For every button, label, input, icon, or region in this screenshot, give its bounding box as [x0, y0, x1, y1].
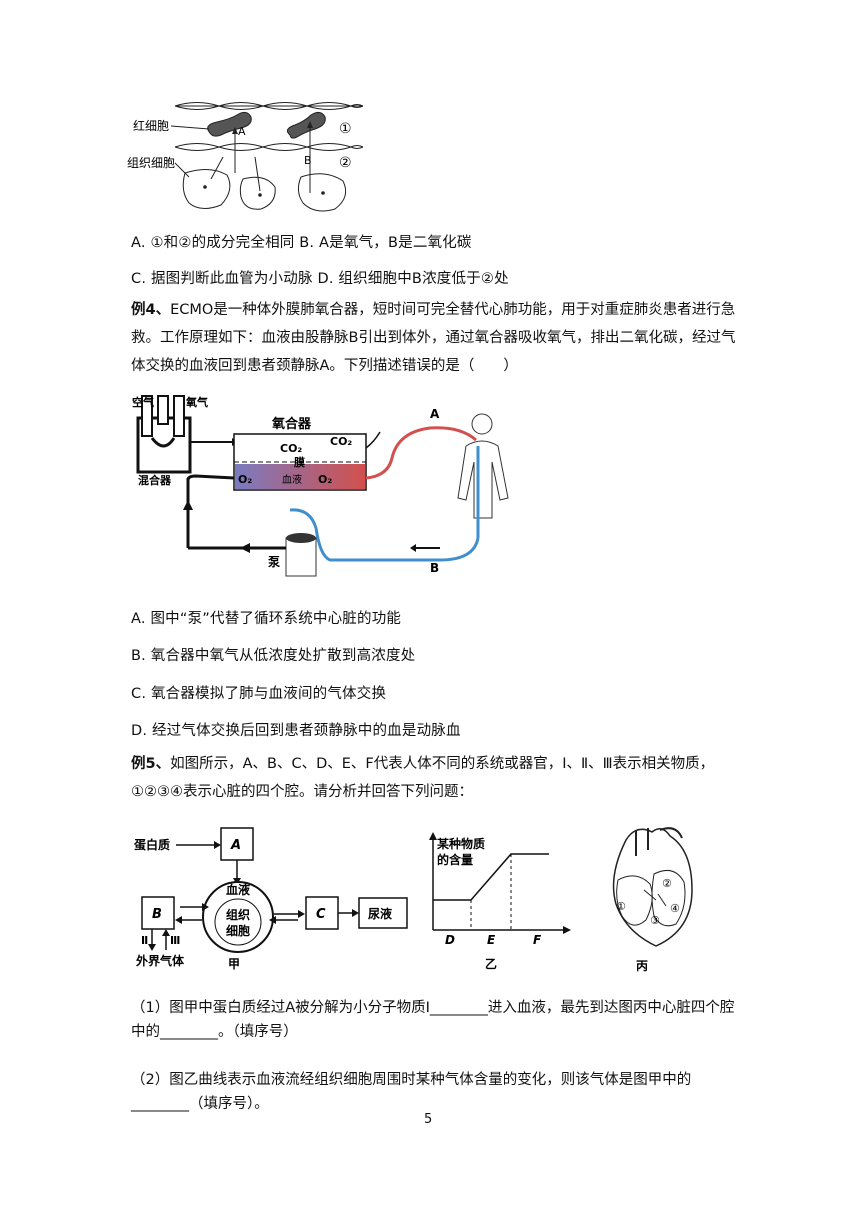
- oxygenator-label: 氧合器: [271, 416, 312, 432]
- tissue-label-2: 细胞: [226, 923, 250, 938]
- caption-jia: 甲: [228, 957, 240, 971]
- blood-label: 血液: [282, 473, 302, 486]
- q3-option-cd: C. 据图判断此血管为小动脉 D. 组织细胞中B浓度低于②处: [131, 271, 509, 287]
- chamber-4: ④: [670, 902, 680, 915]
- figure-jia: 蛋白质 A 血液 组织 细胞 B Ⅱ Ⅲ 外界气体 甲 C 尿液: [134, 827, 408, 971]
- capillary-figure: A B 红细胞 组织细胞 ① ②: [127, 102, 364, 212]
- example-4-stem: 例4、ECMO是一种体外膜肺氧合器，短时间可完全替代心肺功能，用于对重症肺炎患者…: [131, 296, 737, 380]
- label-tissue: 组织细胞: [127, 156, 175, 170]
- label-2: ②: [339, 155, 352, 171]
- o2-label-1: O₂: [238, 473, 252, 486]
- box-c-label: C: [316, 907, 326, 922]
- q4-option-d: D. 经过气体交换后回到患者颈静脉中的血是动脉血: [131, 723, 461, 739]
- chamber-1: ①: [616, 900, 626, 913]
- page-number: 5: [424, 1112, 433, 1127]
- membrane-label: 膜: [294, 455, 305, 469]
- caption-bing: 丙: [636, 959, 648, 973]
- ii-label: Ⅱ: [141, 934, 148, 947]
- yi-d: D: [445, 933, 455, 947]
- yi-e: E: [487, 933, 496, 947]
- blood-label: 血液: [226, 882, 250, 897]
- a-label: A: [430, 407, 440, 421]
- oxygen-label: 氧气: [185, 395, 208, 409]
- example-5-label: 例5、: [131, 756, 171, 772]
- figure-bing: ① ② ③ ④ 丙: [612, 827, 693, 973]
- air-label: 空气: [132, 395, 154, 409]
- b-label: B: [430, 561, 439, 575]
- q3-option-ab: A. ①和②的成分完全相同 B. A是氧气，B是二氧化碳: [131, 235, 472, 251]
- label-b: B: [304, 154, 312, 167]
- tissue-label-1: 组织: [226, 907, 250, 922]
- yi-f: F: [533, 933, 542, 947]
- protein-label: 蛋白质: [134, 837, 170, 852]
- yi-ylabel-2: 的含量: [437, 852, 473, 867]
- q4-option-c: C. 氧合器模拟了肺与血液间的气体交换: [131, 686, 387, 702]
- air-label: 外界气体: [136, 953, 185, 968]
- urine-label: 尿液: [368, 906, 392, 921]
- box-a-label: A: [230, 838, 241, 853]
- label-a: A: [238, 125, 246, 138]
- example-4-label: 例4、: [131, 302, 171, 318]
- ex5-question-2: （2）图乙曲线表示血液流经组织细胞周围时某种气体含量的变化，则该气体是图甲中的_…: [131, 1072, 692, 1112]
- q4-option-a: A. 图中“泵”代替了循环系统中心脏的功能: [131, 611, 402, 627]
- o2-label-2: O₂: [318, 473, 332, 486]
- example-5-stem: 例5、如图所示，A、B、C、D、E、F代表人体不同的系统或器官，Ⅰ、Ⅱ、Ⅲ表示相…: [131, 750, 737, 806]
- example-5-text: 如图所示，A、B、C、D、E、F代表人体不同的系统或器官，Ⅰ、Ⅱ、Ⅲ表示相关物质…: [131, 756, 715, 800]
- box-b-label: B: [152, 907, 162, 922]
- label-rbc: 红细胞: [133, 118, 169, 133]
- co2-label-1: CO₂: [280, 442, 302, 455]
- pump-label: 泵: [268, 555, 280, 569]
- q4-option-b: B. 氧合器中氧气从低浓度处扩散到高浓度处: [131, 648, 416, 664]
- ecmo-figure: 空气 氧气 混合器 氧合器 CO₂ CO₂ 膜 O₂ 血液 O₂ A B 泵: [132, 395, 509, 577]
- chamber-2: ②: [662, 877, 672, 890]
- co2-label-2: CO₂: [330, 435, 352, 448]
- label-1: ①: [339, 121, 352, 137]
- yi-ylabel-1: 某种物质: [437, 836, 485, 851]
- mixer-label: 混合器: [138, 473, 172, 487]
- iii-label: Ⅲ: [170, 934, 180, 947]
- figure-yi: 某种物质 的含量 D E F 乙: [429, 832, 571, 971]
- caption-yi: 乙: [485, 957, 497, 971]
- yi-curve: [433, 853, 549, 901]
- example-4-text: ECMO是一种体外膜肺氧合器，短时间可完全替代心肺功能，用于对重症肺炎患者进行急…: [131, 302, 736, 374]
- chamber-3: ③: [650, 914, 660, 927]
- ex5-question-1: （1）图甲中蛋白质经过A被分解为小分子物质Ⅰ________进入血液，最先到达图…: [131, 1000, 735, 1040]
